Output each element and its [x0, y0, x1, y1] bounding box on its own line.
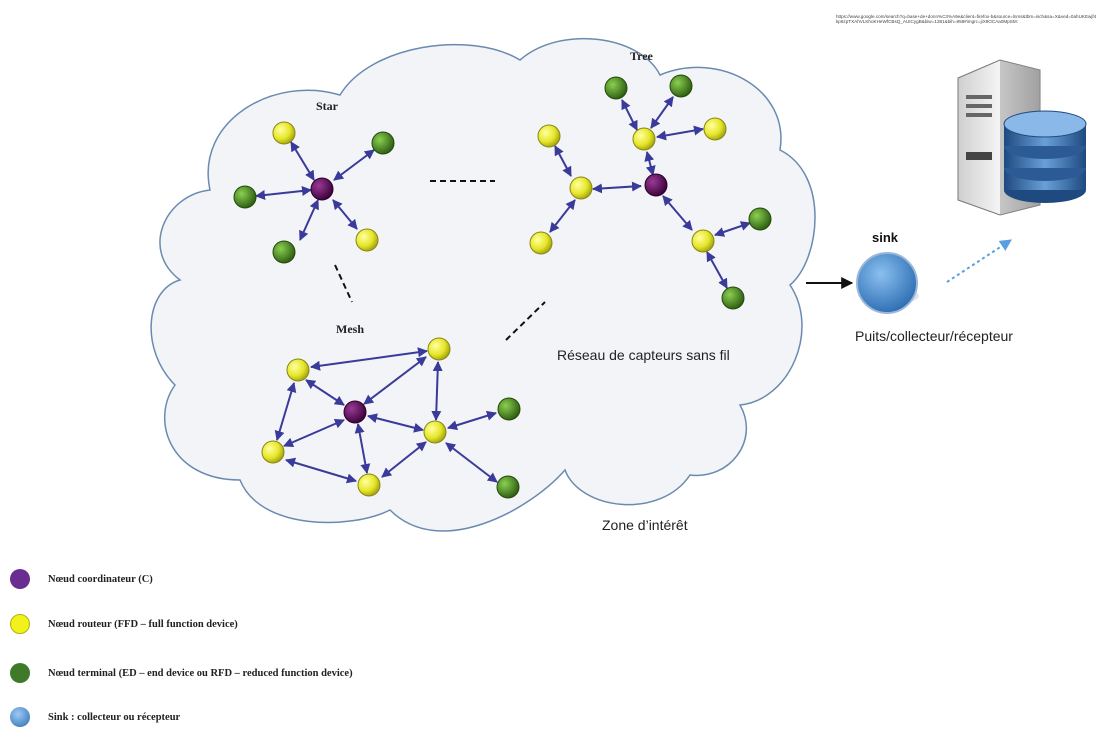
router-node [703, 117, 727, 141]
legend-item-sink: Sink : collecteur ou récepteur [10, 706, 180, 728]
sink-legend-dot [10, 707, 30, 727]
legend-item-router: Nœud routeur (FFD – full function device… [10, 613, 238, 635]
router-node [272, 121, 296, 145]
terminal-node [496, 475, 520, 499]
coordinator-node [310, 177, 334, 201]
mesh-topology [261, 337, 521, 499]
source-url-text: https://www.google.com/search?q=base+de+… [836, 14, 1097, 25]
legend-label: Nœud routeur (FFD – full function device… [48, 618, 238, 630]
router-node [691, 229, 715, 253]
database-server-icon [957, 59, 1087, 216]
terminal-node [748, 207, 772, 231]
zone-label: Zone d’intérêt [602, 517, 688, 533]
router-node [423, 420, 447, 444]
legend-item-coordinator: Nœud coordinateur (C) [10, 568, 153, 590]
star-topology [233, 121, 395, 264]
legend-label: Sink : collecteur ou récepteur [48, 711, 181, 723]
legend-item-terminal: Nœud terminal (ED – end device ou RFD – … [10, 662, 353, 684]
terminal-node [233, 185, 257, 209]
router-node [355, 228, 379, 252]
tree-topology [529, 74, 772, 310]
sink-node [856, 252, 919, 314]
terminal-legend-dot [10, 663, 30, 683]
coordinator-node [644, 173, 668, 197]
router-node [569, 176, 593, 200]
router-node [632, 127, 656, 151]
coordinator-node [343, 400, 367, 424]
router-node [537, 124, 561, 148]
sink-to-server-arrow [946, 239, 1013, 283]
topology-edges [255, 96, 751, 484]
terminal-node [669, 74, 693, 98]
terminal-node [272, 240, 296, 264]
topology-connectors [334, 180, 546, 341]
coordinator-legend-dot [10, 569, 30, 589]
terminal-node [721, 286, 745, 310]
legend-label: Nœud terminal (ED – end device ou RFD – … [48, 667, 353, 679]
router-node [529, 231, 553, 255]
router-node [427, 337, 451, 361]
mesh-label: Mesh [336, 322, 364, 336]
router-node [261, 440, 285, 464]
sensor-network-cloud [150, 37, 816, 532]
sink-title: sink [872, 230, 899, 245]
network-label: Réseau de capteurs sans fil [557, 347, 730, 363]
router-node [286, 358, 310, 382]
terminal-node [604, 76, 628, 100]
sink-caption: Puits/collecteur/récepteur [855, 328, 1013, 344]
router-legend-dot [10, 614, 30, 634]
terminal-node [371, 131, 395, 155]
tree-label: Tree [630, 49, 654, 63]
router-node [357, 473, 381, 497]
terminal-node [497, 397, 521, 421]
legend-label: Nœud coordinateur (C) [48, 573, 153, 585]
star-label: Star [316, 99, 339, 113]
